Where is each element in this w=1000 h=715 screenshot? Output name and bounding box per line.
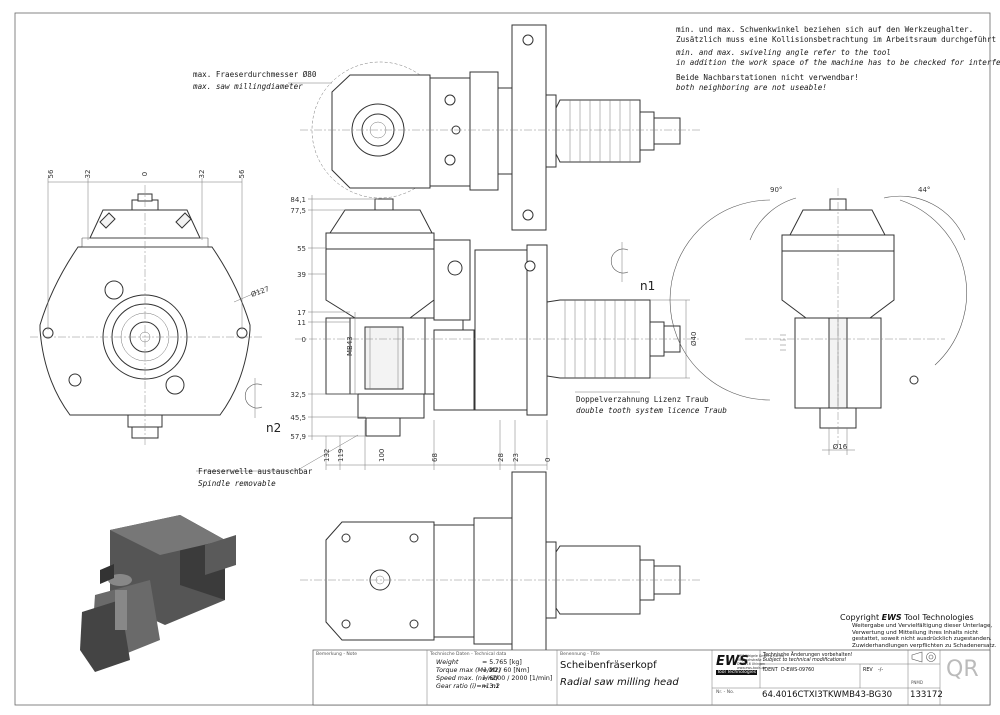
company-address: EWS Weigele GmbH & Co. KG Maybachstraße …: [737, 654, 785, 670]
weight-label: Weight: [436, 659, 459, 666]
note-neighbor-de: Beide Nachbarstationen nicht verwendbar!: [676, 73, 859, 82]
part-number-label: Nr. - No.: [716, 690, 735, 695]
dim-angle-90: 90°: [770, 186, 782, 194]
dim-17: 17: [297, 309, 306, 317]
speed-value: = 6000 / 2000 [1/min]: [482, 675, 553, 682]
gear-ratio-value: = 3:1: [482, 683, 500, 690]
qr-placeholder: QR: [946, 657, 979, 682]
front-view: [30, 178, 263, 445]
dim-0-vertical: 0: [302, 336, 306, 344]
ident-value: D-EWS-09760: [781, 668, 815, 673]
dim-dia-40: Ø40: [690, 332, 698, 346]
dim-57-9: 57,9: [290, 433, 306, 441]
note-spindle-de: Fraeserwelle austauschbar: [198, 467, 313, 476]
note-cutter-diameter-de: max. Fraeserdurchmesser Ø80: [193, 70, 317, 79]
note-swivel-de-1: min. und max. Schwenkwinkel beziehen sic…: [676, 25, 974, 34]
dim-angle-44: 44°: [918, 186, 930, 194]
note-neighbor-en: both neighboring are not useable!: [676, 83, 827, 92]
drawing-title-en: Radial saw milling head: [560, 677, 679, 688]
ews-logo-subtitle: Tool Technologies: [716, 670, 758, 675]
bottom-view: [300, 471, 700, 653]
ews-logo: EWS: [716, 654, 749, 669]
part-number: 64.4016CTXI3TKWMB43-BG30: [762, 690, 893, 700]
dim-dia-127: Ø127: [250, 285, 270, 299]
note-serration-en: double tooth system licence Traub: [576, 406, 727, 415]
dim-32-5: 32,5: [290, 391, 306, 399]
side-view: [196, 195, 700, 472]
dim-top-32-right: 32: [198, 170, 206, 179]
dim-top-56-right: 56: [238, 169, 246, 178]
copyright-title: Copyright EWS Tool Technologies: [840, 613, 974, 622]
speed-label: Speed max. (n1/n2): [436, 675, 499, 682]
note-swivel-en-1: min. and max. swiveling angle refer to t…: [676, 48, 891, 57]
dim-28: 28: [497, 453, 505, 462]
drawing-number: 133172: [910, 690, 943, 700]
swivel-view: [669, 188, 967, 455]
note-swivel-en-2: in addition the work space of the machin…: [676, 58, 1000, 67]
dim-0-horizontal: 0: [544, 458, 552, 462]
copyright-text: Weitergabe und Vervielfältigung dieser U…: [852, 623, 997, 649]
dim-23: 23: [512, 453, 520, 462]
title-block: [312, 649, 991, 706]
weight-value: = 5.765 [kg]: [482, 659, 522, 666]
dim-top-0: 0: [141, 172, 149, 176]
dim-11: 11: [297, 319, 306, 327]
tech-data-label: Technische Daten - Technical data: [430, 652, 507, 657]
dim-77-5: 77,5: [290, 207, 306, 215]
dim-mb43: MB43: [346, 336, 354, 356]
rev-label: REV: [863, 668, 873, 673]
remarks-label: Bemerkung - Note: [316, 652, 358, 657]
dim-84-1: 84,1: [290, 196, 306, 204]
dim-119: 119: [337, 449, 345, 462]
note-serration-de: Doppelverzahnung Lizenz Traub: [576, 395, 709, 404]
ident-label: IDENT: [763, 668, 778, 673]
dim-45-5: 45,5: [290, 414, 306, 422]
dim-top-56-left: 56: [47, 169, 55, 178]
isometric-render: [80, 515, 236, 672]
title-field-label: Benennung - Title: [560, 652, 600, 657]
torque-value: = 20 / 60 [Nm]: [482, 667, 530, 674]
note-swivel-de-2: Zusätzlich muss eine Kollisionsbetrachtu…: [676, 35, 1000, 44]
changes-note-en: Subject to technical modifications!: [763, 658, 847, 663]
torque-label: Torque max (M1/M2): [436, 667, 502, 674]
rotation-label-n1: n1: [640, 279, 655, 293]
drawing-title-de: Scheibenfräserkopf: [560, 660, 657, 671]
dim-132: 132: [323, 449, 331, 462]
dim-68: 68: [431, 453, 439, 462]
note-cutter-diameter-en: max. saw millingdiameter: [193, 82, 303, 91]
dim-dia-16: Ø16: [833, 443, 848, 451]
rotation-label-n2: n2: [266, 421, 281, 435]
dim-39: 39: [297, 271, 306, 279]
note-spindle-en: Spindle removable: [198, 479, 276, 488]
gear-ratio-label: Gear ratio (i)=n1:n2: [436, 683, 500, 690]
drawing-number-label: PNMD: [911, 680, 923, 685]
dim-top-32-left: 32: [84, 170, 92, 179]
changes-note-de: Technische Änderungen vorbehalten!: [763, 653, 853, 658]
rev-value: -/-: [878, 668, 884, 673]
top-view: [288, 24, 700, 231]
dim-55: 55: [297, 245, 306, 253]
dim-100: 100: [378, 449, 386, 462]
